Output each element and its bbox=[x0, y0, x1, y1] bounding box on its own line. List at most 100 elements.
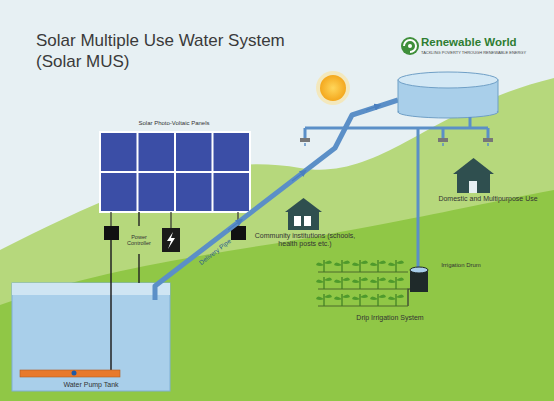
pump-tank bbox=[12, 283, 170, 295]
power-controller-box bbox=[167, 232, 175, 249]
plant-stem bbox=[323, 260, 324, 272]
logo-icon bbox=[401, 37, 419, 55]
reservoir-tank bbox=[398, 72, 498, 118]
sun bbox=[316, 71, 350, 105]
irrigation-drum bbox=[408, 267, 428, 306]
plant-stem bbox=[341, 277, 342, 289]
logo-name: Renewable World bbox=[421, 36, 549, 49]
sun bbox=[320, 75, 346, 101]
delivery-pipe bbox=[155, 100, 398, 300]
drip-plants bbox=[316, 260, 408, 306]
solar-panel bbox=[100, 132, 250, 212]
irrigation-drum bbox=[408, 289, 410, 306]
plant-leaf bbox=[316, 280, 324, 284]
plant-stem bbox=[377, 260, 378, 272]
tank-node: Water Pump Tank bbox=[12, 283, 170, 391]
plant-stem bbox=[395, 277, 396, 289]
plant-leaf bbox=[352, 263, 360, 267]
reservoir-tank bbox=[398, 72, 498, 88]
plant-leaf bbox=[316, 263, 324, 267]
plant-leaf bbox=[396, 295, 404, 299]
plant-leaf bbox=[316, 297, 324, 301]
plant-leaf bbox=[378, 295, 386, 299]
node-label: Power Controller bbox=[120, 234, 158, 247]
plant-stem bbox=[323, 277, 324, 289]
pump-tank bbox=[72, 371, 77, 376]
hills bbox=[0, 190, 554, 401]
node-label: Drip Irrigation System bbox=[356, 314, 423, 322]
house-icon bbox=[457, 174, 490, 193]
plant-stem bbox=[359, 277, 360, 289]
house-icon bbox=[453, 158, 494, 193]
power-controller-box bbox=[162, 228, 180, 252]
node-label: Water Pump Tank bbox=[63, 381, 118, 389]
wire-connector bbox=[138, 254, 139, 283]
school-icon bbox=[285, 198, 322, 230]
node-label: Solar Photo-Voltaic Panels bbox=[138, 120, 209, 127]
plant-leaf bbox=[378, 278, 386, 282]
plant-leaf bbox=[324, 295, 332, 299]
plant-leaf bbox=[352, 280, 360, 284]
plant-leaf bbox=[370, 297, 378, 301]
school-icon bbox=[288, 212, 319, 230]
plant-leaf bbox=[360, 261, 368, 265]
plant-stem bbox=[323, 294, 324, 306]
sun bbox=[316, 71, 350, 105]
distribution-pipes bbox=[438, 138, 448, 142]
delivery-pipe bbox=[155, 100, 398, 300]
hills bbox=[0, 78, 554, 401]
drip-line bbox=[318, 306, 408, 307]
plant-leaf bbox=[342, 278, 350, 282]
plant-leaf bbox=[388, 263, 396, 267]
pump-tank bbox=[12, 240, 170, 391]
controller-node: Power Controller bbox=[120, 226, 158, 254]
plant-leaf bbox=[342, 295, 350, 299]
pump-tank bbox=[20, 370, 120, 377]
plant-leaf bbox=[324, 261, 332, 265]
solar-panel bbox=[100, 132, 250, 240]
pump-tank bbox=[110, 240, 112, 370]
drum-node: Irrigation Drum bbox=[430, 262, 492, 271]
delivery-pipe bbox=[366, 106, 378, 110]
plant-leaf bbox=[334, 280, 342, 284]
plant-leaf bbox=[370, 280, 378, 284]
plant-stem bbox=[377, 277, 378, 289]
delivery-pipe bbox=[228, 221, 240, 230]
plant-leaf bbox=[388, 297, 396, 301]
plant-stem bbox=[395, 294, 396, 306]
school-icon bbox=[285, 198, 322, 212]
pump-tank bbox=[12, 283, 170, 391]
plant-leaf bbox=[396, 278, 404, 282]
plant-leaf bbox=[388, 280, 396, 284]
plant-stem bbox=[359, 294, 360, 306]
logo-icon bbox=[408, 44, 412, 48]
plant-leaf bbox=[360, 278, 368, 282]
solar-panel bbox=[104, 226, 119, 240]
plant-leaf bbox=[396, 261, 404, 265]
delivery-pipe bbox=[292, 172, 304, 181]
plant-stem bbox=[377, 294, 378, 306]
house-icon bbox=[469, 181, 477, 193]
power-controller-box bbox=[162, 228, 180, 252]
plant-stem bbox=[395, 260, 396, 272]
distribution-pipes bbox=[300, 138, 310, 142]
distribution-pipes bbox=[483, 138, 493, 142]
school-icon bbox=[294, 216, 311, 226]
institution-node: Community institutions (schools, health … bbox=[250, 232, 360, 251]
drip-line bbox=[318, 289, 408, 290]
plant-leaf bbox=[334, 297, 342, 301]
drip-node: Drip Irrigation System bbox=[335, 314, 445, 325]
hills bbox=[0, 78, 554, 401]
node-label: Community institutions (schools, health … bbox=[250, 232, 360, 248]
house-icon bbox=[453, 158, 494, 174]
plant-stem bbox=[359, 260, 360, 272]
school-icon bbox=[302, 216, 303, 226]
solar-panel bbox=[111, 212, 238, 228]
domestic-node: Domestic and Multipurpose Use bbox=[438, 195, 538, 206]
plant-leaf bbox=[342, 261, 350, 265]
logo-tagline: TACKLING POVERTY THROUGH RENEWABLE ENERG… bbox=[421, 51, 549, 56]
distribution-pipes bbox=[305, 143, 488, 146]
plant-stem bbox=[341, 294, 342, 306]
irrigation-drum bbox=[410, 267, 428, 273]
